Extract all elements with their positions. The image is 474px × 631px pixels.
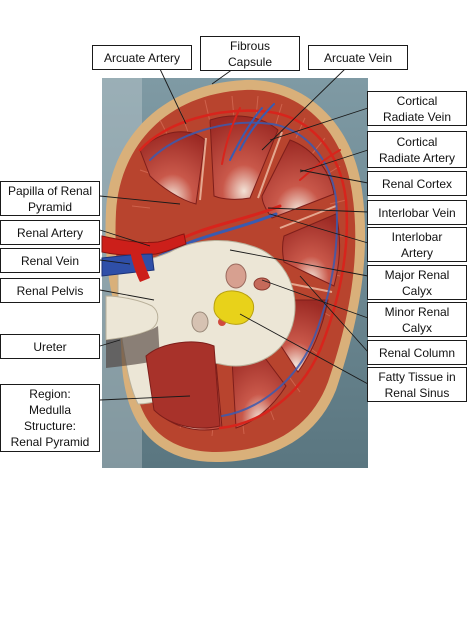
label-interlobar-vein: Interlobar Vein [367,200,467,225]
label-renal-artery: Renal Artery [0,220,100,245]
arcuate-vessels [138,103,349,430]
label-renal-column: Renal Column [367,340,467,365]
label-cortical-radiate-vein: Cortical Radiate Vein [367,91,467,126]
minor-calyx-cup-2 [253,277,271,291]
cortical-radiate-artery-path [221,107,341,181]
arcuate-vein-path [149,121,339,417]
label-interlobar-artery: Interlobar Artery [367,227,467,262]
ureter-shape [105,295,159,341]
minor-calyx-cup-1 [225,263,247,289]
label-ureter: Ureter [0,334,100,359]
label-renal-cortex: Renal Cortex [367,171,467,196]
leader-lines [99,68,369,401]
medulla-pyramid-lower [145,341,221,429]
label-renal-pelvis: Renal Pelvis [0,278,100,303]
cortical-radiate-vein-path [229,103,275,161]
label-major-renal-calyx: Major Renal Calyx [367,265,467,300]
label-arcuate-vein: Arcuate Vein [308,45,408,70]
renal-pyramid-top-right [261,139,335,219]
label-fibrous-capsule: Fibrous Capsule [200,36,300,71]
renal-pyramid-top [209,115,279,200]
label-minor-renal-calyx: Minor Renal Calyx [367,302,467,337]
label-arcuate-artery: Arcuate Artery [92,45,192,70]
minor-calyx-cup-3 [191,311,209,333]
label-papilla-of-renal-pyramid: Papilla of Renal Pyramid [0,181,100,216]
label-region-medulla: Region: Medulla Structure: Renal Pyramid [0,384,100,452]
renal-artery-branch [130,250,150,282]
label-fatty-tissue: Fatty Tissue in Renal Sinus [367,367,467,402]
label-cortical-radiate-artery: Cortical Radiate Artery [367,131,467,168]
renal-pyramid-top-left [139,131,206,205]
arcuate-artery-path [138,109,349,430]
fatty-tissue-shape [213,290,255,325]
label-renal-vein: Renal Vein [0,248,100,273]
